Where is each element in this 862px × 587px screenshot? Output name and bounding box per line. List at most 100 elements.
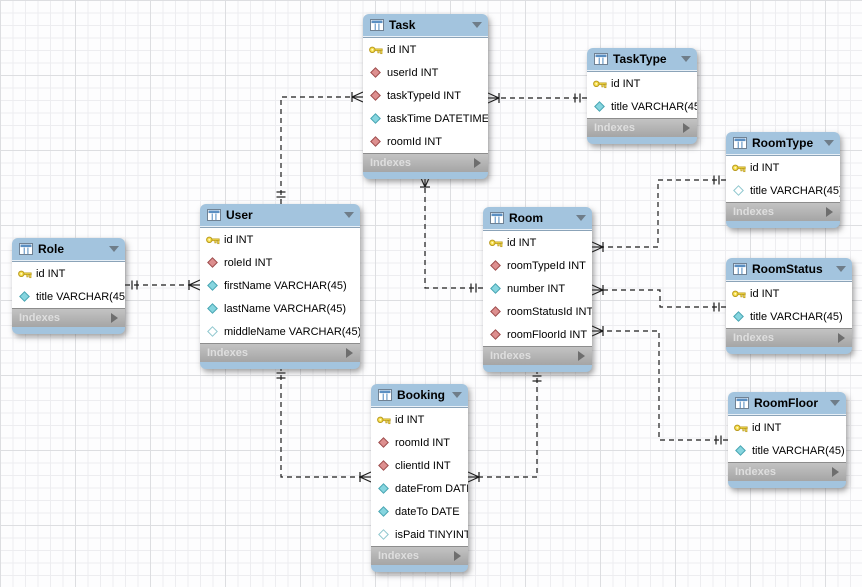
column-row[interactable]: id INT (363, 38, 488, 61)
relationship-tasktype-task[interactable] (487, 92, 587, 104)
collapse-arrow-icon[interactable] (472, 22, 482, 28)
column-row[interactable]: id INT (483, 231, 592, 254)
column-row[interactable]: id INT (371, 408, 468, 431)
indexes-section[interactable]: Indexes (363, 153, 488, 172)
table-header[interactable]: Role (12, 238, 125, 261)
indexes-section[interactable]: Indexes (587, 118, 697, 137)
indexes-label: Indexes (594, 122, 635, 134)
table-title: Task (389, 18, 416, 32)
relationship-role-user[interactable] (125, 279, 201, 291)
table-header[interactable]: Task (363, 14, 488, 37)
column-row[interactable]: roomTypeId INT (483, 254, 592, 277)
expand-arrow-icon[interactable] (578, 351, 585, 361)
column-row[interactable]: dateFrom DATE (371, 477, 468, 500)
column-row[interactable]: isPaid TINYINT (371, 523, 468, 546)
relationship-roomstatus-room[interactable] (591, 284, 726, 312)
column-label: title VARCHAR(45) (750, 184, 840, 197)
column-row[interactable]: middleName VARCHAR(45) (200, 320, 360, 343)
expand-arrow-icon[interactable] (474, 158, 481, 168)
column-row[interactable]: roomId INT (371, 431, 468, 454)
relationship-user-task[interactable] (276, 91, 364, 204)
indexes-section[interactable]: Indexes (483, 346, 592, 365)
column-row[interactable]: id INT (728, 416, 846, 439)
expand-arrow-icon[interactable] (454, 551, 461, 561)
column-row[interactable]: title VARCHAR(45) (587, 95, 697, 118)
indexes-section[interactable]: Indexes (371, 546, 468, 565)
column-row[interactable]: dateTo DATE (371, 500, 468, 523)
collapse-arrow-icon[interactable] (830, 400, 840, 406)
table-header[interactable]: Booking (371, 384, 468, 407)
column-row[interactable]: title VARCHAR(45) (726, 305, 852, 328)
column-row[interactable]: id INT (726, 282, 852, 305)
relationship-room-booking[interactable] (467, 369, 542, 483)
column-row[interactable]: lastName VARCHAR(45) (200, 297, 360, 320)
column-label: id INT (224, 233, 254, 246)
relationship-user-booking[interactable] (276, 366, 372, 483)
collapse-arrow-icon[interactable] (109, 246, 119, 252)
table-header[interactable]: TaskType (587, 48, 697, 71)
expand-arrow-icon[interactable] (832, 467, 839, 477)
column-row[interactable]: clientId INT (371, 454, 468, 477)
expand-arrow-icon[interactable] (826, 207, 833, 217)
column-row[interactable]: userId INT (363, 61, 488, 84)
column-row[interactable]: id INT (587, 72, 697, 95)
collapse-arrow-icon[interactable] (836, 266, 846, 272)
relationship-roomtype-room[interactable] (591, 175, 726, 253)
indexes-section[interactable]: Indexes (12, 308, 125, 327)
attribute-icon (376, 483, 391, 494)
column-row[interactable]: roomStatusId INT (483, 300, 592, 323)
expand-arrow-icon[interactable] (838, 333, 845, 343)
column-row[interactable]: id INT (12, 262, 125, 285)
column-row[interactable]: taskTime DATETIME (363, 107, 488, 130)
column-row[interactable]: roleId INT (200, 251, 360, 274)
table-icon (18, 243, 33, 255)
indexes-section[interactable]: Indexes (200, 343, 360, 362)
indexes-section[interactable]: Indexes (726, 328, 852, 347)
attribute-icon (17, 291, 32, 302)
attribute-icon (488, 283, 503, 294)
collapse-arrow-icon[interactable] (452, 392, 462, 398)
table-header[interactable]: User (200, 204, 360, 227)
collapse-arrow-icon[interactable] (576, 215, 586, 221)
indexes-section[interactable]: Indexes (728, 462, 846, 481)
column-row[interactable]: number INT (483, 277, 592, 300)
primary-key-icon (731, 163, 746, 173)
collapse-arrow-icon[interactable] (824, 140, 834, 146)
foreign-key-icon (376, 437, 391, 448)
column-label: roomId INT (387, 135, 443, 148)
relationship-roomfloor-room[interactable] (591, 325, 728, 445)
column-row[interactable]: roomFloorId INT (483, 323, 592, 346)
column-row[interactable]: title VARCHAR(45) (12, 285, 125, 308)
attribute-icon (733, 445, 748, 456)
table-header[interactable]: RoomFloor (728, 392, 846, 415)
expand-arrow-icon[interactable] (111, 313, 118, 323)
table-header[interactable]: Room (483, 207, 592, 230)
column-row[interactable]: roomId INT (363, 130, 488, 153)
table-header[interactable]: RoomType (726, 132, 840, 155)
column-row[interactable]: firstName VARCHAR(45) (200, 274, 360, 297)
relationship-room-task[interactable] (419, 175, 483, 293)
expand-arrow-icon[interactable] (346, 348, 353, 358)
column-row[interactable]: title VARCHAR(45) (726, 179, 840, 202)
column-row[interactable]: title VARCHAR(45) (728, 439, 846, 462)
column-row[interactable]: id INT (200, 228, 360, 251)
column-label: dateTo DATE (395, 505, 460, 518)
expand-arrow-icon[interactable] (683, 123, 690, 133)
column-row[interactable]: id INT (726, 156, 840, 179)
collapse-arrow-icon[interactable] (681, 56, 691, 62)
collapse-arrow-icon[interactable] (344, 212, 354, 218)
table-header[interactable]: RoomStatus (726, 258, 852, 281)
column-label: roomId INT (395, 436, 451, 449)
column-row[interactable]: taskTypeId INT (363, 84, 488, 107)
indexes-label: Indexes (370, 157, 411, 169)
indexes-section[interactable]: Indexes (726, 202, 840, 221)
